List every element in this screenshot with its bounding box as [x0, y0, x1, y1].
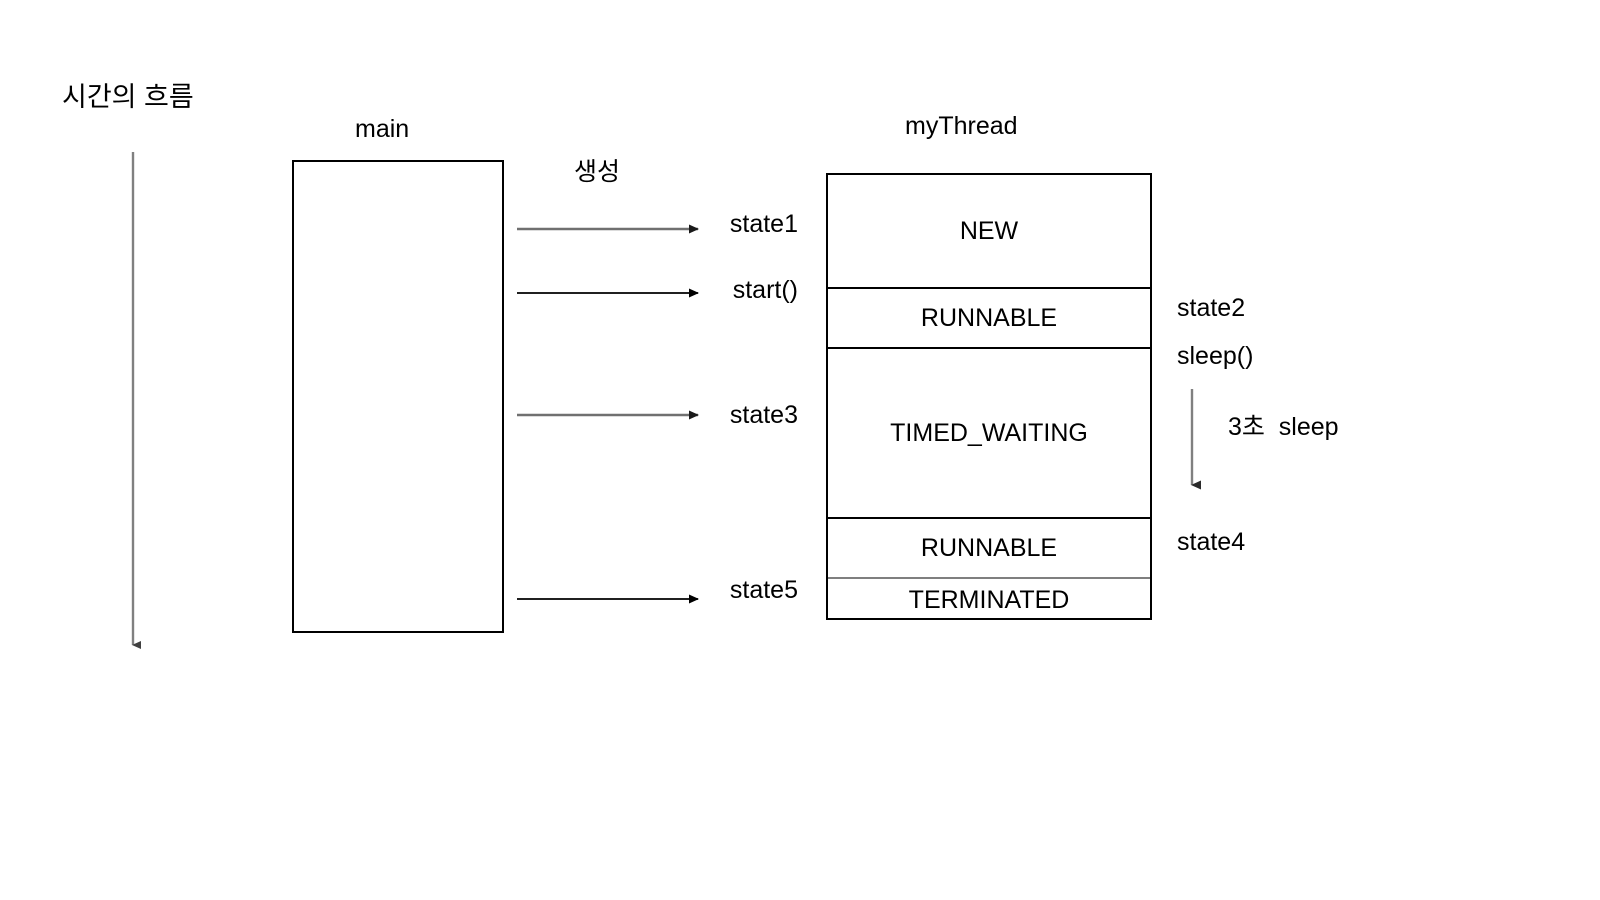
state-segment-label: RUNNABLE: [920, 533, 1058, 562]
message-arrow-1-icon: [517, 224, 699, 234]
lane-title-main: main: [355, 115, 410, 143]
state-segment-new: NEW: [828, 175, 1150, 287]
annotation-state2: state2: [1177, 294, 1246, 322]
message-arrow-4-icon: [517, 594, 699, 604]
state-segment-timed-waiting: TIMED_WAITING: [828, 347, 1150, 517]
time-axis-title: 시간의 흐름: [62, 82, 194, 112]
state-segment-label: NEW: [959, 216, 1019, 245]
state-segment-terminated: TERMINATED: [828, 577, 1150, 622]
message-label-state5: state5: [729, 576, 798, 604]
time-flow-arrow-icon: [131, 152, 141, 649]
message-label-state1: state1: [729, 210, 798, 238]
state-segment-runnable-2: RUNNABLE: [828, 517, 1150, 577]
annotation-sleep-call: sleep(): [1177, 342, 1254, 370]
annotation-sleep-duration: 3초 sleep: [1228, 413, 1339, 441]
annotation-state4: state4: [1177, 528, 1246, 556]
lane-title-mythread: myThread: [905, 112, 1018, 140]
message-label-start: start(): [732, 276, 798, 304]
message-arrow-3-icon: [517, 410, 699, 420]
message-label-state3: state3: [729, 401, 798, 429]
main-lifeline-box: [292, 160, 504, 633]
message-arrow-2-icon: [517, 288, 699, 298]
state-segment-label: TERMINATED: [908, 586, 1070, 614]
sleep-duration-arrow-icon: [1190, 389, 1201, 490]
state-segment-label: TIMED_WAITING: [890, 418, 1088, 447]
state-segment-runnable-1: RUNNABLE: [828, 287, 1150, 347]
state-segment-label: RUNNABLE: [920, 303, 1058, 332]
message-caption-create: 생성: [574, 158, 621, 186]
thread-state-timeline: NEW RUNNABLE TIMED_WAITING RUNNABLE TERM…: [826, 173, 1152, 620]
